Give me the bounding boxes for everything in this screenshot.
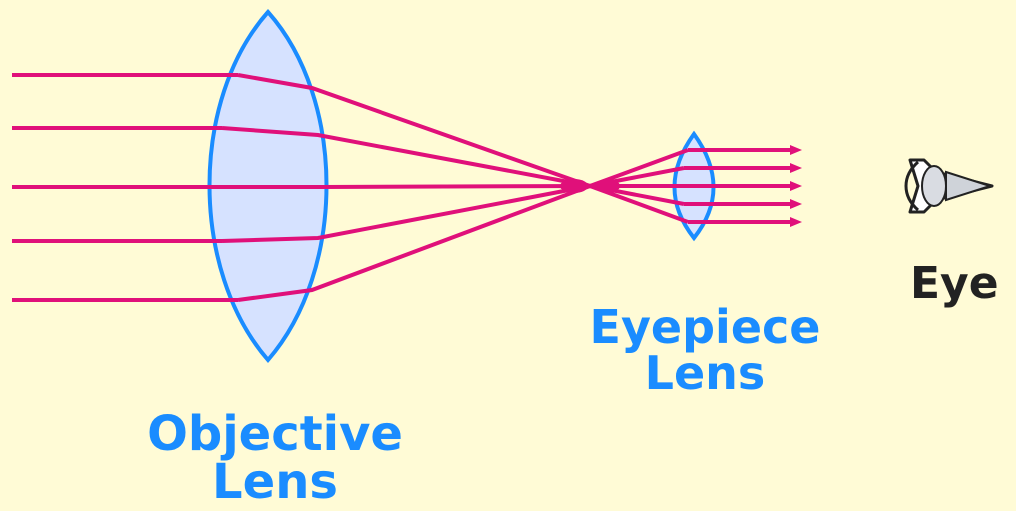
arrowhead-icon xyxy=(790,217,802,227)
arrowhead-icon xyxy=(790,145,802,155)
eyepiece-label-line1: Eyepiece xyxy=(560,304,850,350)
focal-marker-right xyxy=(596,179,620,193)
arrowhead-icon xyxy=(790,181,802,191)
arrowhead-icon xyxy=(790,163,802,173)
arrowhead-icon xyxy=(790,199,802,209)
focal-marker-left xyxy=(560,179,588,193)
eyepiece-lens-label: Eyepiece Lens xyxy=(560,304,850,396)
eyepiece-label-line2: Lens xyxy=(560,350,850,396)
incoming-rays xyxy=(12,75,238,300)
objective-lens-label: Objective Lens xyxy=(120,410,430,506)
ray-conv-3 xyxy=(218,186,590,187)
objective-label-line1: Objective xyxy=(120,410,430,458)
arrowheads xyxy=(790,145,802,227)
eye-icon xyxy=(906,160,992,212)
eye-label: Eye xyxy=(910,262,1016,306)
objective-label-line2: Lens xyxy=(120,458,430,506)
